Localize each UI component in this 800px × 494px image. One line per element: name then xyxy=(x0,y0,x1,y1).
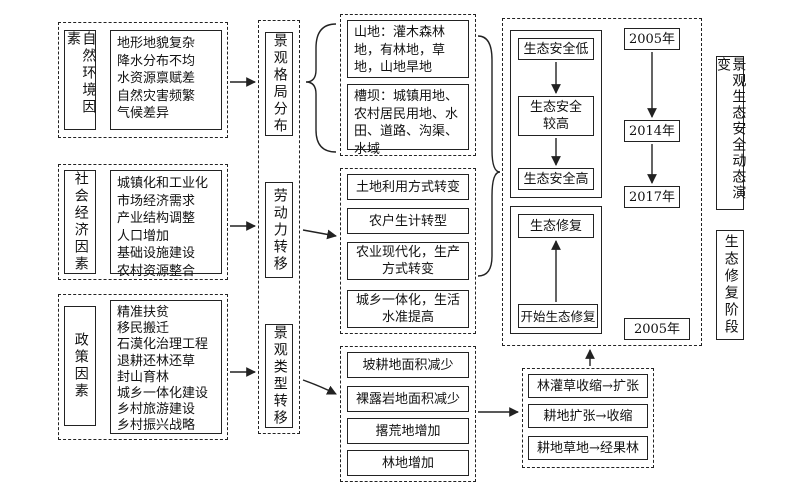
start-restoration-box: 开始生态修复 xyxy=(518,304,598,328)
security-low-box: 生态安全低 xyxy=(518,38,594,60)
socio-item: 人口增加 xyxy=(117,228,170,244)
farmland-shrink-label: 耕地扩张→收缩 xyxy=(543,408,633,424)
pattern-detail-group xyxy=(340,14,476,156)
natural-factor-list: 地形地貌复杂 降水分布不均 水资源禀赋差 自然灾害频繁 气候差异 xyxy=(110,30,222,130)
security-high-label: 生态安全高 xyxy=(523,171,589,187)
natural-item: 气候差异 xyxy=(117,106,170,121)
security-high-box: 生态安全高 xyxy=(518,168,594,190)
livelihood-change-label: 农户生计转型 xyxy=(368,213,447,229)
policy-item: 移民搬迁 xyxy=(117,321,170,337)
year-2005-label: 2005年 xyxy=(628,31,676,47)
farmland-to-orchard-box: 耕地草地→经果林 xyxy=(528,436,648,460)
conversion-group xyxy=(522,368,654,468)
policy-factor-group xyxy=(58,294,228,440)
mountain-land-box: 山地：灌木森林地，有林地，草地，山地旱地 xyxy=(347,20,469,78)
policy-factor-title: 政策因素 xyxy=(64,306,96,426)
socio-item: 农村资源整合 xyxy=(117,263,196,279)
abandoned-land-increase-label: 撂荒地增加 xyxy=(375,423,441,439)
arrow-labor-to-detail xyxy=(302,229,337,240)
slope-farmland-decrease-label: 坡耕地面积减少 xyxy=(362,357,454,373)
land-use-change-label: 土地利用方式转变 xyxy=(355,179,460,195)
urban-rural-integration-box: 城乡一体化，生活 水准提高 xyxy=(347,290,469,328)
year-2014-box: 2014年 xyxy=(624,120,680,142)
year-2014-label: 2014年 xyxy=(628,123,676,139)
natural-item: 地形地貌复杂 xyxy=(117,36,196,51)
natural-item: 自然灾害频繁 xyxy=(117,88,196,104)
restoration-stage-label: 生态修复阶段 xyxy=(716,230,744,340)
natural-factor-title: 自然环境因素 xyxy=(64,30,96,130)
mechanism-group xyxy=(258,20,300,434)
policy-item: 城乡一体化建设 xyxy=(117,386,209,402)
bare-rock-decrease-box: 裸露岩地面积减少 xyxy=(347,386,469,412)
natural-item: 降水分布不均 xyxy=(117,53,196,69)
restoration-year-box: 2005年 xyxy=(624,318,690,340)
forest-increase-label: 林地增加 xyxy=(381,455,434,471)
socio-economic-factor-title: 社会经济因素 xyxy=(64,170,96,274)
year-2017-label: 2017年 xyxy=(628,189,676,205)
labor-transfer-box: 劳动力转移 xyxy=(265,182,293,278)
agri-modernization-label: 农业现代化，生产 方式转变 xyxy=(355,245,460,277)
policy-item: 乡村旅游建设 xyxy=(117,402,196,418)
ecological-security-region xyxy=(502,18,702,346)
socio-item: 基础设施建设 xyxy=(117,246,196,261)
abandoned-land-increase-box: 撂荒地增加 xyxy=(347,418,469,444)
valley-land-box: 槽坝：城镇用地、农村居民用地、水田、道路、沟渠、水域 xyxy=(347,84,469,157)
policy-item: 封山育林 xyxy=(117,369,170,385)
brace-pattern xyxy=(305,23,337,153)
socio-economic-factor-list: 城镇化和工业化 市场经济需求 产业结构调整 人口增加 基础设施建设 农村资源整合 xyxy=(110,170,222,279)
urban-rural-integration-label: 城乡一体化，生活 水准提高 xyxy=(355,293,460,325)
natural-factor-group xyxy=(58,22,228,138)
socio-item: 产业结构调整 xyxy=(117,211,196,226)
labor-detail-group xyxy=(340,168,476,334)
policy-factor-list: 精准扶贫 移民搬迁 石漠化治理工程 退耕还林还草 封山育林 城乡一体化建设 乡村… xyxy=(110,300,222,434)
landscape-type-transfer-box: 景观类型转移 xyxy=(265,324,293,428)
socio-item: 城镇化和工业化 xyxy=(117,176,209,191)
landscape-pattern-box: 景观格局分布 xyxy=(265,32,293,136)
shrub-grass-expansion-box: 林灌草收缩→扩张 xyxy=(528,374,648,398)
farmland-shrink-box: 耕地扩张→收缩 xyxy=(528,404,648,428)
restoration-year-label: 2005年 xyxy=(633,321,681,337)
year-2017-box: 2017年 xyxy=(624,186,680,208)
eco-restoration-label: 生态修复 xyxy=(529,218,582,234)
security-low-label: 生态安全低 xyxy=(523,41,589,57)
security-higher-label: 生态安全 较高 xyxy=(529,100,582,132)
forest-increase-box: 林地增加 xyxy=(347,450,469,476)
policy-item: 精准扶贫 xyxy=(117,305,170,320)
natural-item: 水资源禀赋差 xyxy=(117,71,196,86)
type-detail-group xyxy=(340,346,476,482)
security-higher-box: 生态安全 较高 xyxy=(518,96,594,136)
policy-item: 石漠化治理工程 xyxy=(117,337,209,353)
agri-modernization-box: 农业现代化，生产 方式转变 xyxy=(347,242,469,280)
brace-right xyxy=(477,35,501,277)
land-use-change-box: 土地利用方式转变 xyxy=(347,174,469,200)
socio-item: 市场经济需求 xyxy=(117,193,196,209)
eco-restoration-box: 生态修复 xyxy=(518,214,594,238)
farmland-to-orchard-label: 耕地草地→经果林 xyxy=(537,440,639,456)
policy-item: 退耕还林还草 xyxy=(117,353,196,369)
socio-economic-factor-group xyxy=(58,164,228,280)
policy-item: 乡村振兴战略 xyxy=(117,418,196,434)
year-2005-box: 2005年 xyxy=(624,28,680,50)
shrub-grass-expansion-label: 林灌草收缩→扩张 xyxy=(537,378,639,394)
livelihood-change-box: 农户生计转型 xyxy=(347,208,469,234)
start-restoration-label: 开始生态修复 xyxy=(520,308,596,324)
arrow-type-to-detail xyxy=(302,379,337,395)
dynamic-evolution-label: 景观生态安全动态演变 xyxy=(715,56,746,210)
bare-rock-decrease-label: 裸露岩地面积减少 xyxy=(355,391,460,407)
slope-farmland-decrease-box: 坡耕地面积减少 xyxy=(347,352,469,378)
